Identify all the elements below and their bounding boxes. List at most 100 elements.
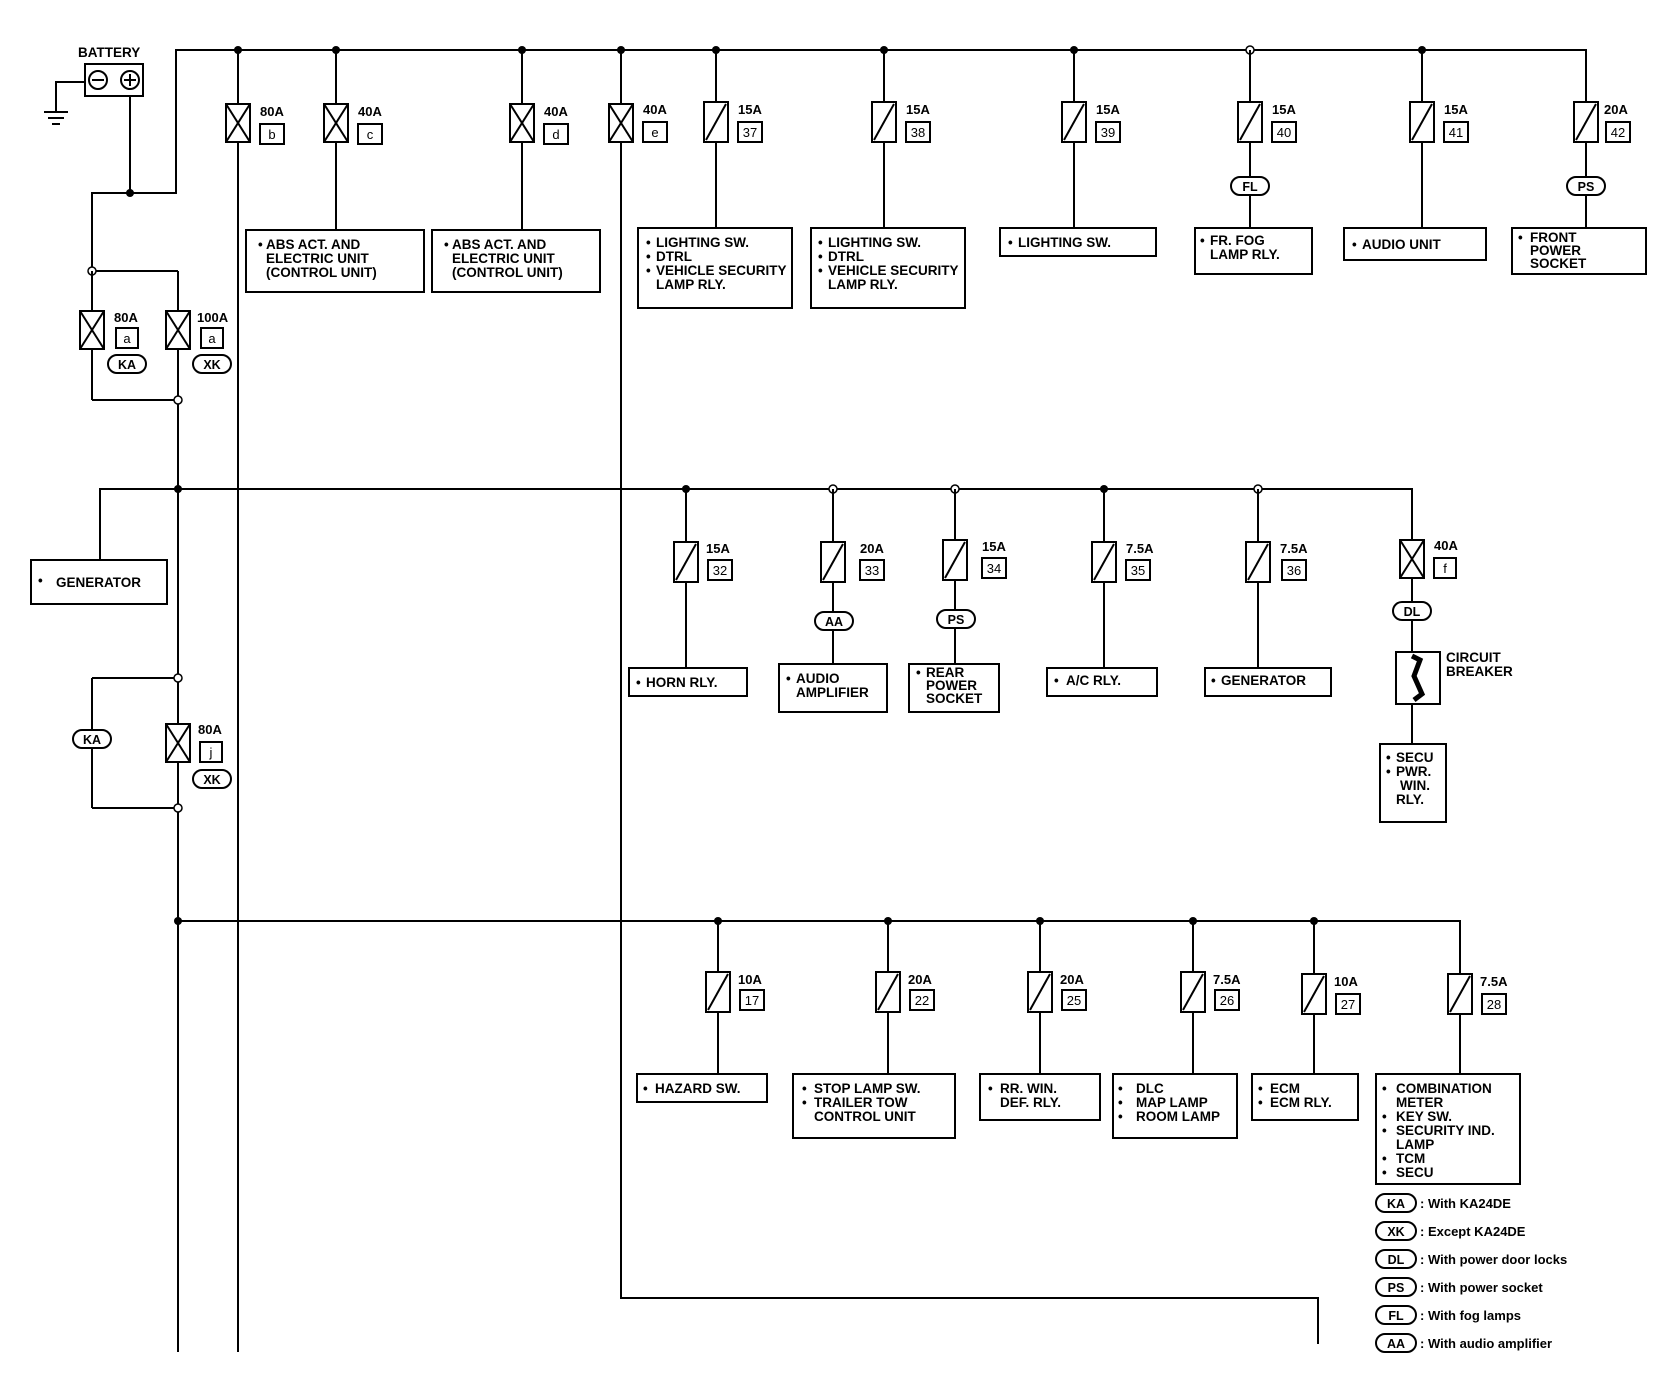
fuse-27-id: 27 <box>1341 997 1355 1012</box>
fuse-40-tag: FL <box>1242 180 1258 194</box>
load-40-line-2: LAMP RLY. <box>1210 247 1280 262</box>
fuse-27: 10A 27 • ECM • ECM RLY. <box>1251 921 1361 1121</box>
legend-text-1: : With KA24DE <box>1420 1196 1511 1211</box>
load-37-line-1: LIGHTING SW. <box>656 235 749 250</box>
svg-text:•: • <box>802 1095 807 1110</box>
fuse-17: 10A 17 • HAZARD SW. <box>636 921 768 1103</box>
load-box-41 <box>1343 227 1487 261</box>
fuse-35-amp: 7.5A <box>1126 541 1154 556</box>
main-links: 80A a KA 100A a XK <box>79 266 232 1352</box>
fuse-42-id: 42 <box>1611 125 1625 140</box>
legend-text-3: : With power door locks <box>1420 1252 1567 1267</box>
fuse-34-id: 34 <box>987 561 1001 576</box>
load-28-line-3: KEY SW. <box>1396 1109 1452 1124</box>
load-38-line-4: LAMP RLY. <box>828 277 898 292</box>
load-27-line-2: ECM RLY. <box>1270 1095 1332 1110</box>
load-28-line-1: COMBINATION <box>1396 1081 1492 1096</box>
svg-text:•: • <box>1352 237 1357 252</box>
load-37-line-4: LAMP RLY. <box>656 277 726 292</box>
load-34-line-1: REAR <box>926 665 965 680</box>
legend-text-6: : With audio amplifier <box>1420 1336 1552 1351</box>
legend-code-5: FL <box>1388 1309 1404 1323</box>
fuse-35-id: 35 <box>1131 563 1145 578</box>
svg-text:•: • <box>636 675 641 690</box>
fuse-33: 20A 33 AA • AUDIO AMPLIFIER <box>778 489 888 713</box>
svg-text:•: • <box>988 1081 993 1096</box>
legend: KA : With KA24DE XK : Except KA24DE DL :… <box>1375 1193 1567 1353</box>
svg-text:•: • <box>786 671 791 686</box>
fuse-36-id: 36 <box>1287 563 1301 578</box>
svg-text:•: • <box>1382 1165 1387 1180</box>
fuse-28-amp: 7.5A <box>1480 974 1508 989</box>
legend-code-6: AA <box>1387 1337 1405 1351</box>
fuse-32: 15A 32 • HORN RLY. <box>628 489 748 697</box>
fuse-34-tag: PS <box>948 613 965 627</box>
link-j-amp: 80A <box>198 722 222 737</box>
load-box-26 <box>1112 1073 1238 1139</box>
load-f-line-2: PWR. <box>1396 764 1431 779</box>
load-42-line-2: POWER <box>1530 243 1581 258</box>
load-17-line-1: HAZARD SW. <box>655 1081 741 1096</box>
load-box-17 <box>636 1073 768 1103</box>
load-box-32 <box>628 667 748 697</box>
svg-text:•: • <box>818 249 823 264</box>
svg-text:•: • <box>1386 750 1391 765</box>
svg-text:•: • <box>1518 230 1523 245</box>
fuse-36: 7.5A 36 • GENERATOR <box>1204 489 1332 697</box>
svg-text:•: • <box>646 249 651 264</box>
main-link-xk-tag: XK <box>203 358 220 372</box>
link-j: KA 80A j XK <box>72 673 232 813</box>
legend-code-3: DL <box>1388 1253 1405 1267</box>
load-37-line-2: DTRL <box>656 249 692 264</box>
load-box-22 <box>792 1073 956 1139</box>
main-link-ka-id: a <box>123 331 131 346</box>
legend-code-1: KA <box>1387 1197 1405 1211</box>
svg-text:•: • <box>444 237 449 252</box>
load-f-line-1: SECU <box>1396 750 1434 765</box>
fuse-37: 15A 37 • LIGHTING SW. • DTRL • VEHICLE S… <box>637 50 793 309</box>
load-38-line-1: LIGHTING SW. <box>828 235 921 250</box>
main-link-ka-tag: KA <box>118 358 136 372</box>
fuse-32-amp: 15A <box>706 541 730 556</box>
fuse-33-tag: AA <box>825 615 843 629</box>
fuse-40: 15A 40 FL • FR. FOG LAMP RLY. <box>1194 50 1313 275</box>
load-box-25 <box>979 1073 1101 1121</box>
svg-text:•: • <box>1118 1081 1123 1096</box>
svg-text:•: • <box>802 1081 807 1096</box>
load-22-line-1: STOP LAMP SW. <box>814 1081 921 1096</box>
fuse-39-id: 39 <box>1101 125 1115 140</box>
load-28-line-6: TCM <box>1396 1151 1425 1166</box>
fuse-e: 40A e <box>608 50 1319 1344</box>
svg-text:•: • <box>1386 764 1391 779</box>
fuse-33-id: 33 <box>865 563 879 578</box>
fuse-25-amp: 20A <box>1060 972 1084 987</box>
fuse-f-id: f <box>1443 561 1447 576</box>
link-j-tag-right: XK <box>203 773 220 787</box>
load-box-37 <box>637 227 793 309</box>
load-d-line-3: (CONTROL UNIT) <box>452 265 563 280</box>
svg-text:•: • <box>1382 1109 1387 1124</box>
middle-bus <box>99 484 1413 560</box>
load-34-line-2: POWER <box>926 678 977 693</box>
fuse-39-amp: 15A <box>1096 102 1120 117</box>
load-box-d <box>431 229 601 293</box>
fuse-22-id: 22 <box>915 993 929 1008</box>
legend-code-2: XK <box>1387 1225 1404 1239</box>
legend-text-2: : Except KA24DE <box>1420 1224 1526 1239</box>
fuse-22-amp: 20A <box>908 972 932 987</box>
svg-text:•: • <box>1211 673 1216 688</box>
load-d-line-1: ABS ACT. AND <box>452 237 547 252</box>
fuse-d-id: d <box>552 127 559 142</box>
fuse-41: 15A 41 • AUDIO UNIT <box>1343 46 1487 261</box>
fuse-17-amp: 10A <box>738 972 762 987</box>
fuse-e-id: e <box>651 125 658 140</box>
fuse-28: 7.5A 28 • COMBINATION METER • KEY SW. • … <box>1375 970 1521 1185</box>
svg-text:•: • <box>1382 1151 1387 1166</box>
load-box-34 <box>908 663 1000 713</box>
load-22-line-2: TRAILER TOW <box>814 1095 908 1110</box>
generator: • GENERATOR <box>30 559 168 605</box>
fuse-26-amp: 7.5A <box>1213 972 1241 987</box>
fuse-28-id: 28 <box>1487 997 1501 1012</box>
battery: BATTERY <box>44 45 144 193</box>
fuse-41-id: 41 <box>1449 125 1463 140</box>
